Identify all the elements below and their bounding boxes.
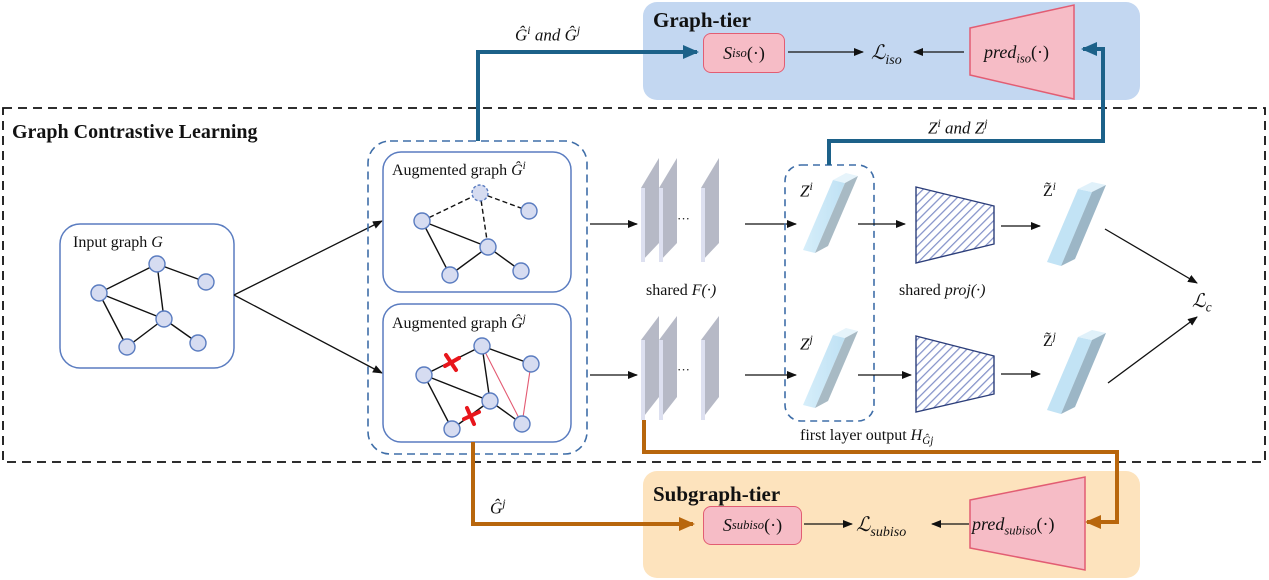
proj-embedding-ztj	[1047, 330, 1106, 414]
input-graph-nodes	[90, 255, 215, 356]
gcl-frame	[2, 107, 1266, 463]
input-graph-label: Input graph G	[73, 234, 163, 251]
graph-tier-title: Graph-tier	[653, 8, 751, 32]
dropped-edge-mark-2	[462, 406, 481, 426]
first-layer-output-label: first layer output HĜj	[800, 427, 934, 447]
arrow-to-aug-i	[233, 220, 383, 296]
brown-arrow-h-to-predsubiso	[642, 420, 1119, 529]
zti-label: Z̃i	[1043, 181, 1056, 201]
encoder-bottom	[641, 316, 719, 420]
input-graph-box	[59, 223, 235, 369]
aug-j-nodes	[415, 337, 540, 438]
loss-subiso: ℒsubiso	[856, 514, 907, 540]
projector-label: shared proj(·)	[899, 282, 986, 299]
loss-iso: ℒiso	[871, 42, 902, 68]
proj-embedding-zti	[1047, 182, 1106, 266]
arrow-to-aug-j	[233, 294, 383, 374]
graph-tier-input-label: Ĝi and Ĝj	[515, 23, 581, 45]
encoder-bottom-ellipsis: ···	[677, 362, 690, 377]
arrow-zti-to-lc	[1104, 228, 1198, 284]
arrow-ztj-to-lc	[1107, 316, 1198, 384]
ztj-label: Z̃j	[1043, 331, 1056, 351]
aug-i-box	[382, 151, 572, 293]
projector-bottom	[915, 335, 995, 413]
subgraph-tier-title: Subgraph-tier	[653, 482, 781, 506]
embedding-zi	[803, 173, 858, 253]
zi-label: Zi	[800, 179, 813, 201]
zj-label: Zj	[800, 332, 813, 354]
contrastive-loss: ℒc	[1192, 291, 1212, 315]
predictor-iso-shape	[969, 4, 1075, 100]
teal-arrow-z-to-prediso	[827, 42, 1105, 165]
encoder-top	[641, 158, 719, 262]
projector-top	[915, 186, 995, 264]
augmented-wrapper	[367, 140, 588, 455]
graph-tier-embed-label: Zi and Zj	[928, 116, 988, 138]
aug-i-label: Augmented graph Ĝi	[392, 160, 526, 180]
aug-i-nodes	[413, 184, 538, 284]
brown-arrow-augj-to-ssubiso	[471, 442, 695, 531]
predictor-subiso-label: predsubiso(·)	[972, 514, 1055, 538]
teal-arrow-aug-to-siso	[476, 45, 699, 141]
predictor-subiso-shape	[969, 476, 1086, 571]
encoder-label: shared F(·)	[646, 282, 717, 299]
predictor-iso-label: prediso(·)	[984, 42, 1050, 66]
encoder-top-ellipsis: ···	[677, 211, 690, 226]
subgraph-tier-input-label: Ĝj	[490, 496, 506, 518]
embedding-zj	[803, 328, 858, 408]
gcl-title: Graph Contrastive Learning	[12, 121, 258, 143]
aug-j-label: Augmented graph Ĝj	[392, 313, 526, 333]
dropped-edge-mark-1	[443, 353, 461, 372]
